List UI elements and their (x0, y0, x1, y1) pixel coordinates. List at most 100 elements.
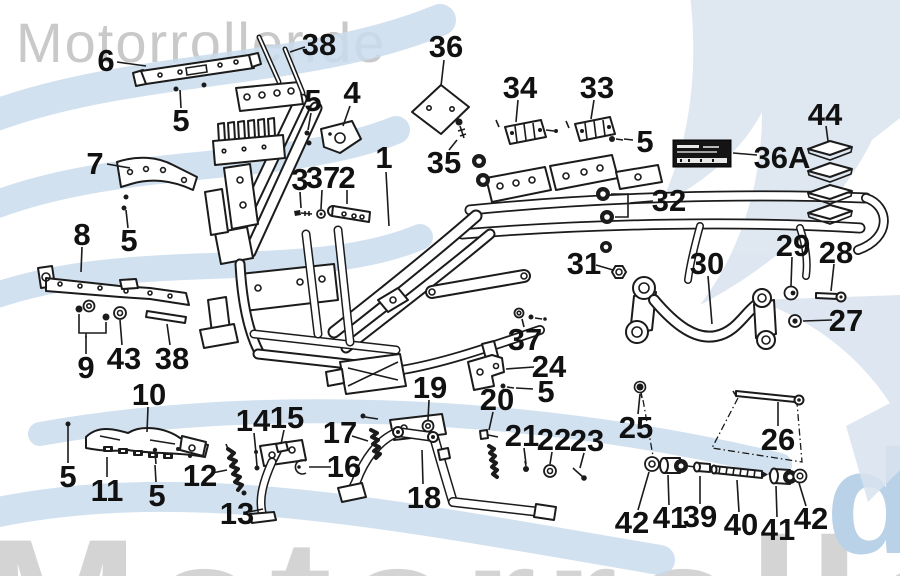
part-17-spring (360, 413, 382, 460)
part-36-plate (411, 84, 470, 135)
part-7-bracket (116, 156, 198, 211)
leader-line-34 (515, 99, 519, 123)
part-30-rear-carrier (625, 276, 777, 350)
callout-label-11: 11 (91, 473, 124, 508)
callout-label-14: 14 (236, 403, 271, 438)
part-20-bolt-spring (479, 429, 499, 479)
callout-label-5: 5 (304, 83, 321, 118)
part-16-clip (294, 459, 307, 475)
leader-line-41 (667, 474, 670, 506)
callout-label-41: 41 (653, 500, 687, 535)
leader-line-14 (253, 432, 257, 454)
callout-label-21: 21 (505, 418, 539, 453)
callout-label-23: 23 (570, 423, 604, 458)
leader-line-28 (830, 263, 835, 292)
leader-line-36 (440, 59, 445, 87)
leader-line-5 (623, 138, 634, 141)
part-5-bolt-33 (609, 136, 624, 142)
leader-line-8 (80, 246, 83, 273)
callout-label-15: 15 (270, 400, 304, 435)
callout-label-24: 24 (532, 349, 567, 384)
part-12-spring (225, 443, 247, 496)
callout-label-33: 33 (580, 70, 614, 105)
leader-line-22 (549, 451, 553, 465)
callout-label-42: 42 (615, 505, 649, 540)
leader-line-37 (320, 189, 323, 210)
leader-line-33 (590, 99, 595, 120)
callout-label-37: 37 (306, 160, 340, 195)
part-38-strip (145, 310, 187, 324)
part-27-nut (788, 314, 802, 328)
part-38-rods (256, 34, 306, 96)
leader-line-38 (166, 323, 171, 346)
part-23-screw (572, 467, 587, 481)
leader-line-32 (629, 200, 654, 204)
part-24-bracket (467, 340, 505, 391)
leader-line-36A (732, 152, 758, 156)
callout-label-5: 5 (120, 223, 137, 258)
callout-label-5: 5 (636, 124, 653, 159)
part-31-nut (611, 265, 627, 279)
leader-line-5 (154, 464, 157, 483)
callout-label-9: 9 (77, 350, 94, 385)
callout-label-34: 34 (503, 70, 538, 105)
part-5-bolt-mid (152, 447, 158, 465)
part-13-side-stand (249, 439, 307, 524)
callout-label-20: 20 (480, 382, 514, 417)
part-8-rail (37, 265, 190, 306)
leader-line-5 (515, 387, 534, 390)
part-14-bolt (254, 450, 260, 471)
callout-label-12: 12 (183, 458, 217, 493)
leader-line-13 (248, 508, 264, 513)
callout-label-38: 38 (302, 27, 336, 62)
part-18-main-stand (337, 426, 557, 521)
leader-line-12 (211, 469, 228, 474)
part-41-bushing-left (659, 457, 697, 474)
callout-label-31: 31 (567, 246, 601, 281)
part-10-floor-panel (85, 426, 209, 458)
part-19-ring (421, 419, 435, 433)
part-2-bracket (327, 205, 371, 223)
callout-label-42: 42 (794, 501, 828, 536)
callout-label-43: 43 (107, 341, 141, 376)
callout-label-13: 13 (220, 496, 254, 531)
part-22-nut (543, 464, 557, 478)
part-3-screw (294, 210, 313, 216)
leader-line-29 (790, 256, 793, 287)
leader-line-18 (421, 449, 424, 485)
part-28-bolt (815, 291, 847, 303)
leader-line-31 (595, 264, 614, 271)
leader-line-20 (488, 411, 494, 431)
callout-label-39: 39 (683, 499, 717, 534)
callout-label-40: 40 (724, 507, 758, 542)
part-42-washer-left (644, 456, 660, 472)
leader-line-27 (802, 319, 833, 322)
callout-label-27: 27 (829, 303, 863, 338)
callout-label-36: 36 (429, 29, 463, 64)
leader-line-19 (427, 399, 430, 421)
callout-label-28: 28 (819, 235, 853, 270)
part-37-nut-top (316, 209, 326, 219)
leader-line-42 (637, 471, 650, 511)
callout-label-36A: 36A (754, 140, 811, 175)
part-15-bolt (275, 441, 289, 463)
callout-label-5: 5 (172, 103, 189, 138)
callout-label-22: 22 (537, 422, 571, 457)
leader-line-35 (448, 139, 458, 151)
callout-label-32: 32 (652, 183, 686, 218)
leader-line-3 (299, 191, 302, 209)
leader-line-24 (505, 366, 535, 370)
leader-line-15 (280, 429, 285, 445)
part-32-grommets (596, 187, 629, 224)
leader-line-43 (119, 319, 123, 346)
callout-label-37: 37 (508, 322, 542, 357)
callout-label-2: 2 (338, 160, 355, 195)
callout-label-1: 1 (375, 140, 392, 175)
callout-label-41: 41 (761, 512, 795, 547)
callout-label-10: 10 (132, 377, 166, 412)
callout-label-3: 3 (291, 162, 308, 197)
leader-line-23 (579, 452, 585, 469)
leader-line-6 (116, 61, 147, 67)
